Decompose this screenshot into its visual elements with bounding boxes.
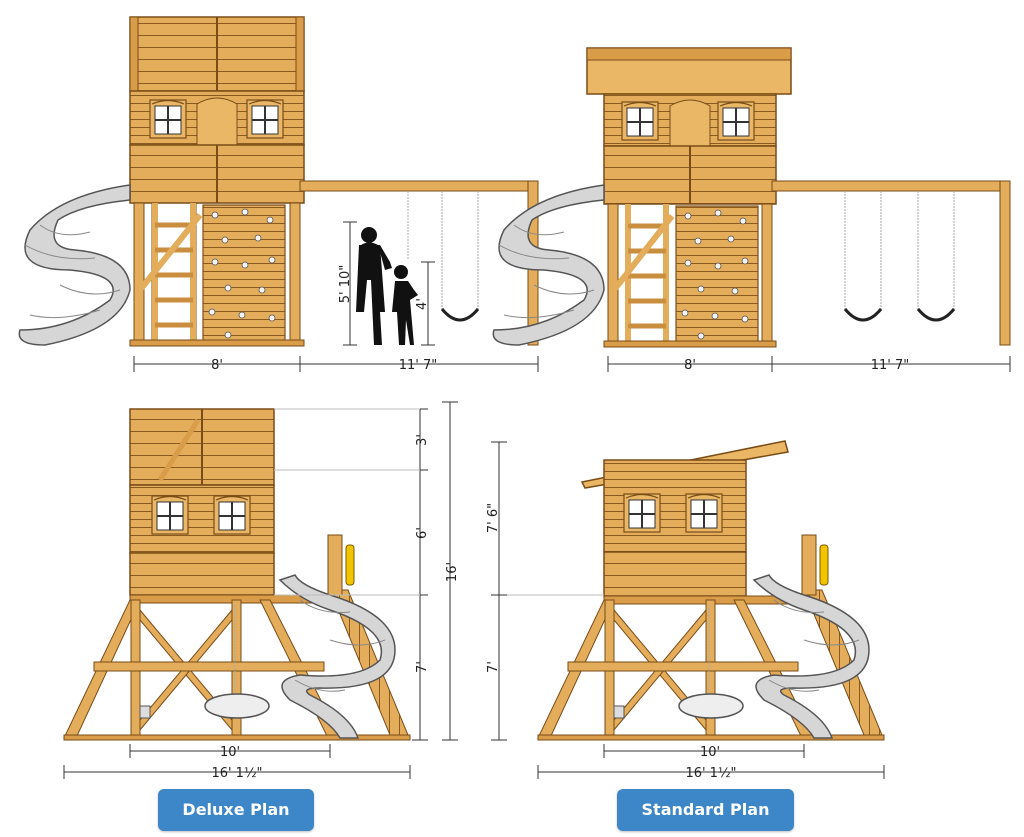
adult-silhouette — [356, 227, 392, 345]
dim-top-left-swing: 11' 7" — [399, 358, 438, 373]
standard-plan-button[interactable]: Standard Plan — [617, 789, 794, 831]
dim-deluxe-deck: 7' — [415, 661, 430, 673]
standard-side-view: 7' 6" 7' 10' 16' 1½" — [486, 440, 885, 781]
dim-deluxe-inner: 10' — [220, 745, 240, 760]
dim-adult-height: 5' 10" — [338, 265, 353, 304]
deluxe-front-view: 8' 11' 7" 5' 10" 4' — [18, 16, 539, 373]
dim-deluxe-roof: 3' — [415, 434, 430, 446]
deluxe-plan-button[interactable]: Deluxe Plan — [158, 789, 314, 831]
dim-standard-base: 16' 1½" — [685, 766, 736, 781]
dim-deluxe-base: 16' 1½" — [211, 766, 262, 781]
dim-top-right-width: 8' — [684, 358, 696, 373]
dim-standard-deck: 7' — [486, 661, 501, 673]
dim-standard-inner: 10' — [700, 745, 720, 760]
standard-front-view: 8' 11' 7" — [492, 47, 1011, 373]
dim-top-right-swing: 11' 7" — [871, 358, 910, 373]
dim-top-left-width: 8' — [211, 358, 223, 373]
dim-child-height: 4' — [415, 298, 430, 310]
child-silhouette — [392, 265, 418, 345]
dim-standard-upper: 7' 6" — [486, 503, 501, 533]
dim-deluxe-total: 16' — [445, 562, 460, 582]
deluxe-side-view: 3' 6' 7' 16' 10' 16' 1½" — [63, 401, 460, 781]
dim-deluxe-room: 6' — [415, 527, 430, 539]
